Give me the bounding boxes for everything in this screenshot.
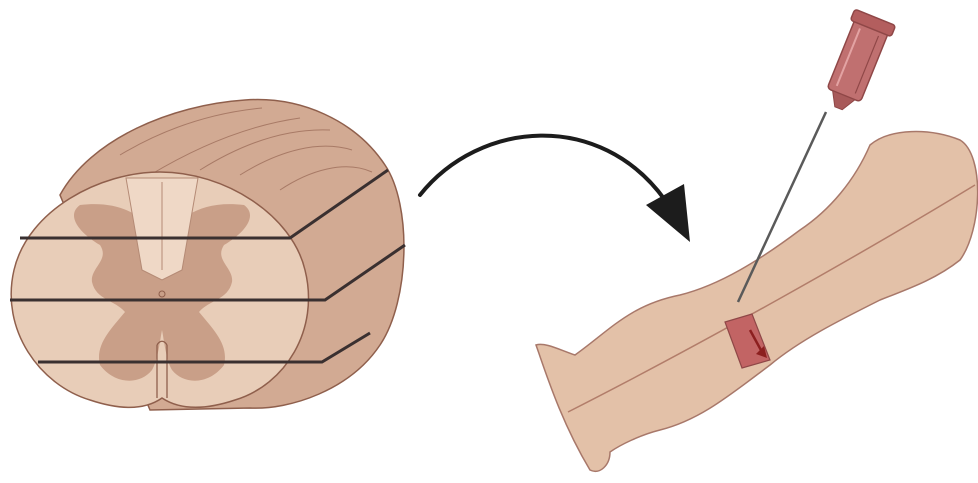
- cut-line-2: [10, 243, 406, 302]
- injection-arrow-head: [756, 346, 767, 358]
- injection-arrow-shaft: [748, 329, 764, 353]
- syringe-needle-icon: [736, 9, 896, 303]
- needle-hub: [827, 9, 896, 111]
- central-canal: [158, 290, 166, 298]
- bone-center-line: [567, 184, 976, 413]
- cut-line-1: [20, 168, 389, 240]
- spinal-cord-segment-icon: [10, 98, 406, 411]
- cut-line-3: [38, 331, 371, 364]
- bone-icon: [535, 130, 978, 472]
- section-cut-lines: [10, 168, 406, 364]
- bone-shape: [535, 130, 978, 472]
- curved-arrow-icon: [418, 133, 690, 242]
- gray-matter-butterfly: [73, 204, 251, 381]
- needle-shaft: [736, 111, 828, 303]
- anterior-median-fissure: [156, 340, 168, 398]
- cord-fiber-lines: [119, 107, 373, 191]
